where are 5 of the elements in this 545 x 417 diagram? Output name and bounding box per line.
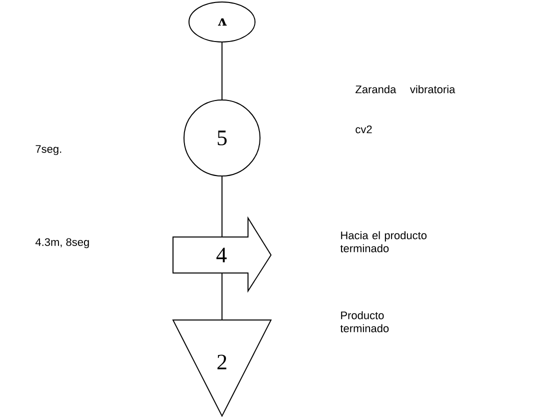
description-text: Producto terminado xyxy=(340,311,389,332)
description-text: Zaranda vibratoria cv2 xyxy=(356,85,456,134)
time-label: 4.3m, 8seg xyxy=(35,238,89,248)
time-label: 7seg. xyxy=(36,145,62,156)
description-text: Hacia el producto terminado xyxy=(340,231,427,252)
